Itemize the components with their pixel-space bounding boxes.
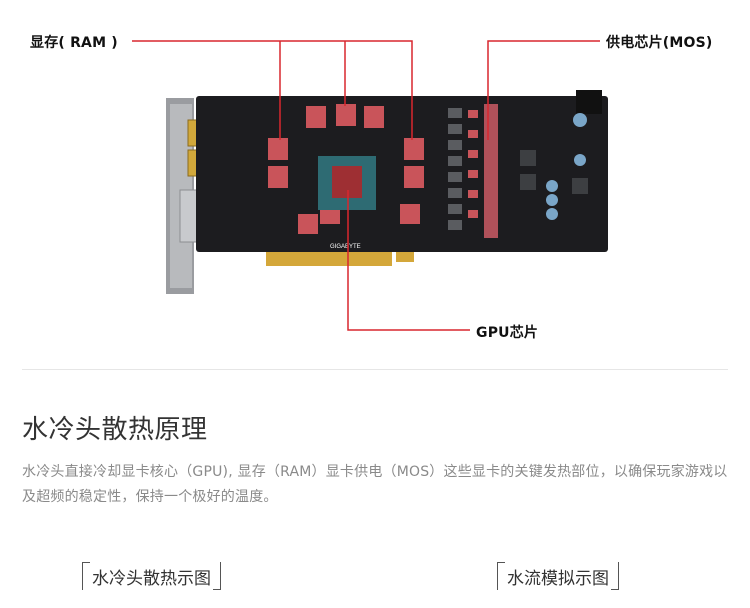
memory-chips xyxy=(268,104,424,234)
gpu-callout: GPU芯片 xyxy=(476,325,539,341)
bracket-right xyxy=(213,562,221,590)
leader-lines xyxy=(132,40,600,331)
capacitors xyxy=(546,113,587,220)
mos-chips xyxy=(448,108,462,230)
section-title: 水冷头散热原理 xyxy=(22,415,208,445)
caption-text: 水流模拟示图 xyxy=(507,568,609,589)
mos-callout: 供电芯片(MOS) xyxy=(606,35,713,51)
gpu-die xyxy=(332,166,362,198)
caption-waterblock-diagram: 水冷头散热示图 xyxy=(82,562,221,590)
graphics-card-illustration: GIGABYTE xyxy=(132,40,608,331)
ram-callout: 显存( RAM ) xyxy=(30,35,118,51)
brand-label: GIGABYTE xyxy=(330,244,361,250)
bracket-left xyxy=(497,562,505,590)
section-divider xyxy=(22,369,728,370)
bracket-right xyxy=(611,562,619,590)
gpu-board-diagram: GIGABYTE 显存( RAM ) 供电芯片(MOS) GPU芯片 xyxy=(30,35,713,341)
pcie-gold-finger xyxy=(266,252,392,266)
power-connector-icon xyxy=(576,90,602,114)
section-description: 水冷头直接冷却显卡核心（GPU), 显存（RAM）显卡供电（MOS）这些显卡的关… xyxy=(22,464,728,505)
caption-waterflow-diagram: 水流模拟示图 xyxy=(497,562,619,590)
caption-text: 水冷头散热示图 xyxy=(92,568,211,589)
bracket-left xyxy=(82,562,90,590)
pcb xyxy=(196,96,608,252)
